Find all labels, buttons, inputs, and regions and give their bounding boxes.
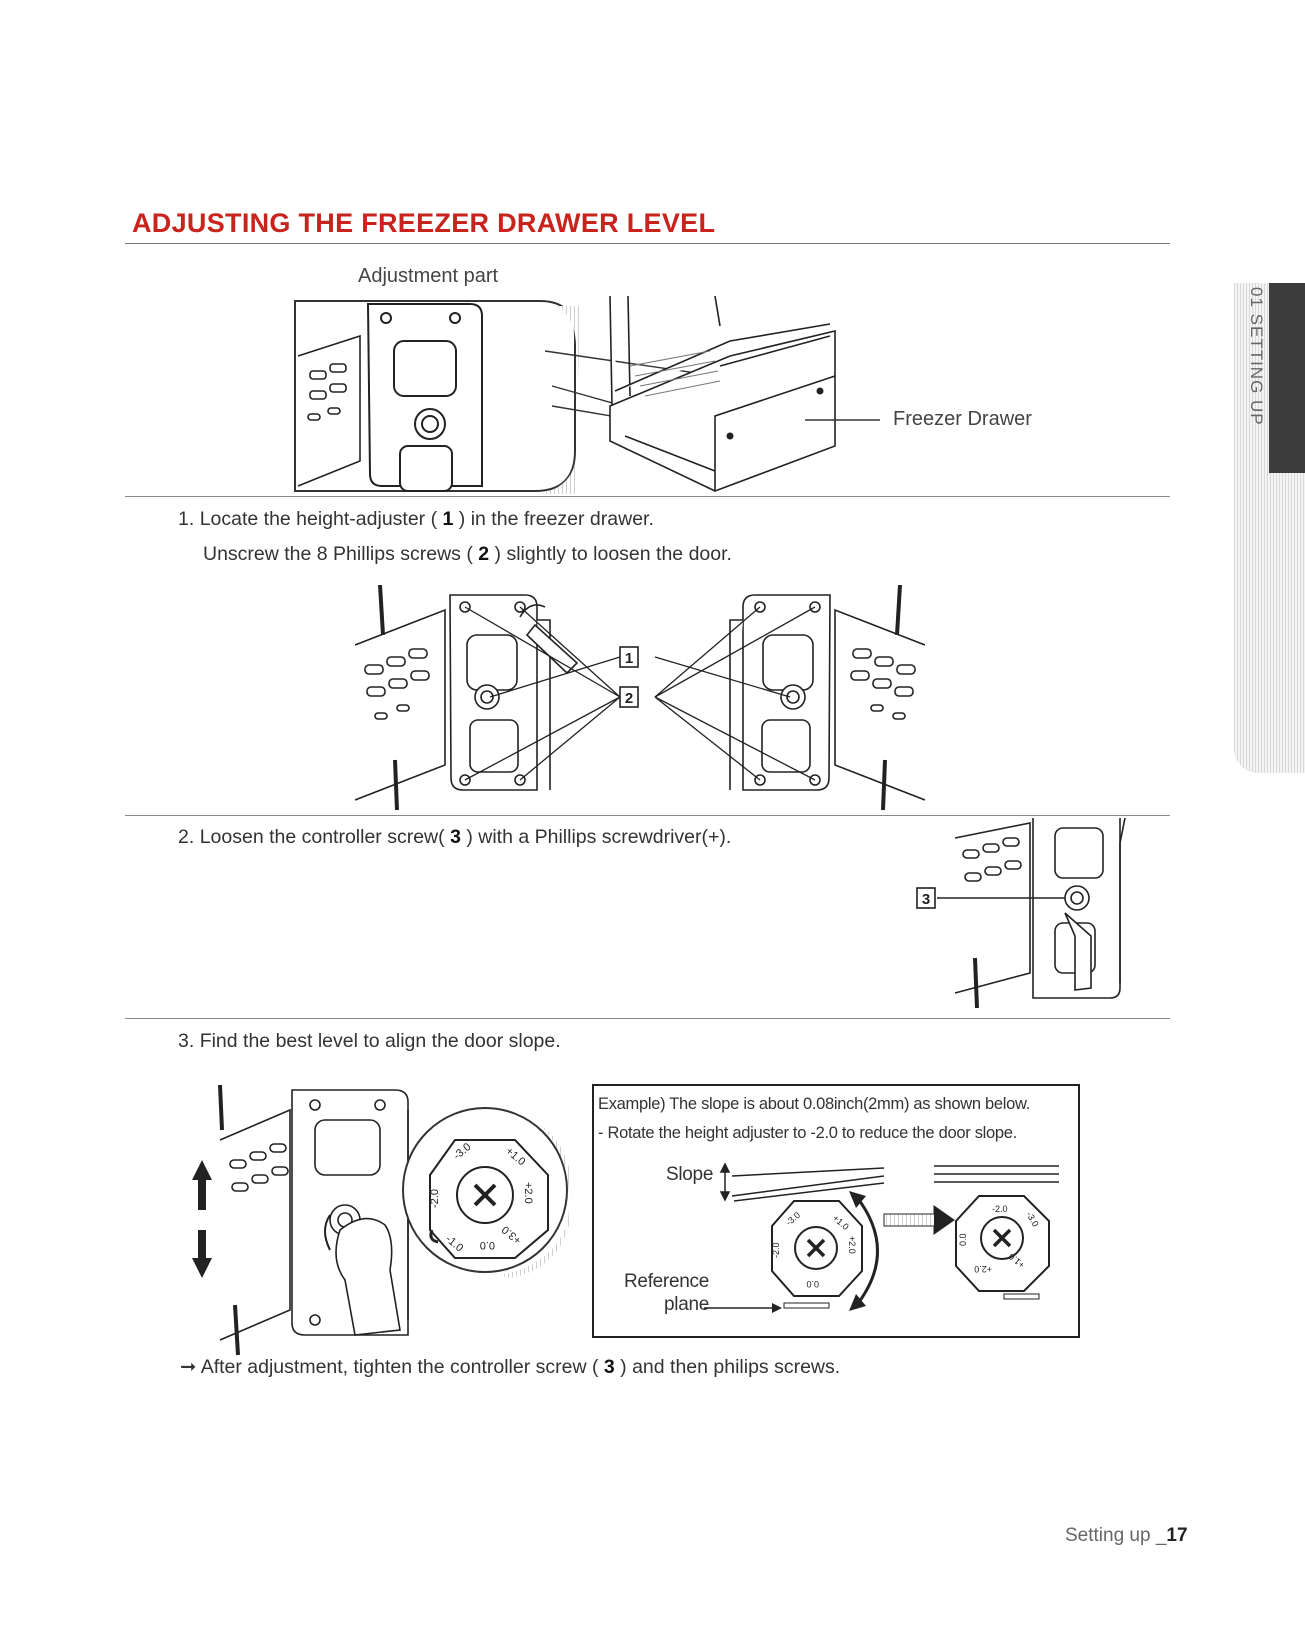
step-3-text: 3. Find the best level to align the door… <box>178 1030 561 1053</box>
slope-diagram: -3.0 +1.0 -2.0 +2.0 0.0 -2.0 0.0 -3.0 +2… <box>594 1086 1078 1336</box>
divider-1 <box>125 496 1170 497</box>
example-box: Example) The slope is about 0.08inch(2mm… <box>592 1084 1080 1338</box>
freezer-drawer-label: Freezer Drawer <box>893 408 1032 431</box>
step-2-text: 2. Loosen the controller screw( 3 ) with… <box>178 826 731 849</box>
callout-1-text: 1 <box>625 650 633 667</box>
callout-2-text: 2 <box>625 690 633 707</box>
step-1-line-1: 1. Locate the height-adjuster ( 1 ) in t… <box>178 508 654 531</box>
step-1-line-2: Unscrew the 8 Phillips screws ( 2 ) slig… <box>203 543 732 566</box>
figure-screws-locations: 1 2 <box>355 585 925 810</box>
dial-plus-2: +2.0 <box>522 1182 534 1204</box>
svg-text:0.0: 0.0 <box>958 1233 968 1246</box>
callout-2: 2 <box>620 687 638 707</box>
svg-text:-2.0: -2.0 <box>771 1242 781 1258</box>
dial-minus-2: -2.0 <box>429 1189 441 1208</box>
divider-2 <box>125 815 1170 816</box>
page-number: 17 <box>1166 1525 1187 1546</box>
figure-adjust-dial: -3.0 +1.0 -2.0 +2.0 -1.0 0.0 +3.0 <box>180 1080 590 1355</box>
svg-text:+2.0: +2.0 <box>974 1264 992 1274</box>
callout-1: 1 <box>620 647 638 667</box>
arrow-right-icon: ➞ <box>180 1356 196 1378</box>
page-footer: Setting up _17 <box>1065 1525 1188 1547</box>
side-tab-dark-block <box>1269 283 1305 473</box>
dial-zero: 0.0 <box>480 1239 495 1251</box>
after-adjustment-note: ➞ After adjustment, tighten the controll… <box>180 1355 840 1379</box>
svg-text:+2.0: +2.0 <box>847 1236 857 1254</box>
adjustment-part-label: Adjustment part <box>358 265 498 288</box>
callout-3-text: 3 <box>922 891 930 908</box>
section-side-tab[interactable]: 01 SETTING UP <box>1234 283 1305 773</box>
title-underline <box>125 243 1170 244</box>
figure-adjustment-part <box>290 296 880 506</box>
svg-text:-2.0: -2.0 <box>992 1204 1008 1214</box>
side-tab-label: 01 SETTING UP <box>1238 287 1266 487</box>
callout-3: 3 <box>917 888 935 908</box>
svg-text:0.0: 0.0 <box>806 1279 819 1289</box>
divider-3 <box>125 1018 1170 1019</box>
up-down-arrows-icon <box>192 1160 212 1278</box>
figure-controller-screw: 3 <box>915 818 1155 1008</box>
page-title: ADJUSTING THE FREEZER DRAWER LEVEL <box>132 208 715 239</box>
